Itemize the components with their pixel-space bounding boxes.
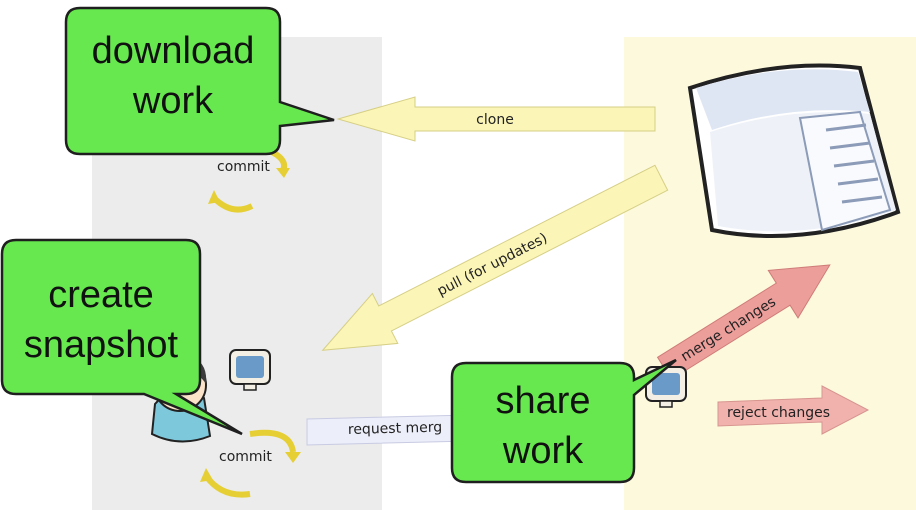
- request-merge-label: request merg: [348, 420, 443, 438]
- callout-share-line2: work: [502, 430, 584, 472]
- callout-download-line2: work: [132, 80, 214, 122]
- callout-share-line1: share: [495, 380, 590, 422]
- server-icon: [687, 63, 901, 238]
- request-merge-arrow: request merg: [306, 414, 471, 446]
- monitor-icon: [229, 349, 271, 391]
- reject-changes-arrow: reject changes: [717, 385, 870, 435]
- callout-create-snapshot: create snapshot: [0, 238, 243, 436]
- pull-label: pull (for updates): [435, 230, 550, 299]
- commit-label-top: commit: [217, 159, 270, 175]
- clone-label: clone: [476, 112, 514, 128]
- callout-share-work: share work: [450, 358, 677, 484]
- commit-cycle-bottom: commit: [200, 429, 301, 498]
- commit-label-bottom: commit: [219, 449, 272, 465]
- clone-arrow: clone: [336, 96, 656, 142]
- reject-changes-label: reject changes: [727, 405, 830, 421]
- callout-create-line2: snapshot: [24, 324, 179, 366]
- callout-download-work: download work: [64, 6, 335, 156]
- callout-download-line1: download: [92, 30, 255, 72]
- callout-create-line1: create: [48, 274, 154, 316]
